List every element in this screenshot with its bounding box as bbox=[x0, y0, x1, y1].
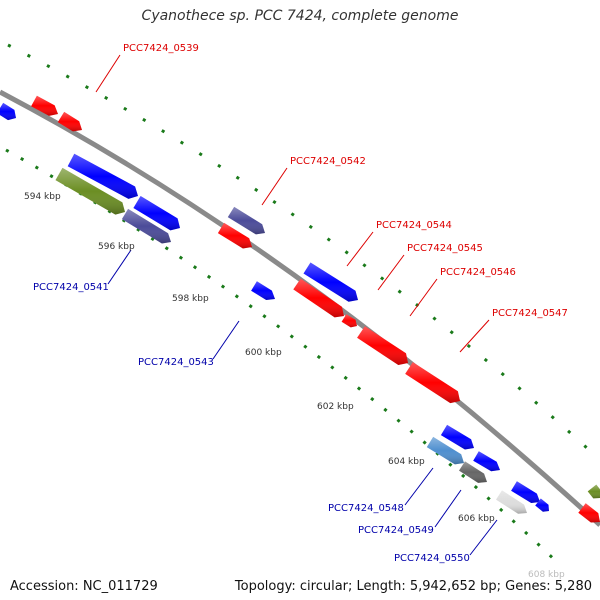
gene-0549-rev-shade bbox=[473, 451, 500, 472]
gene-0546b-red-shade bbox=[357, 326, 408, 365]
gene-label-0549: PCC7424_0549 bbox=[358, 525, 434, 536]
gene-0550-lg-shade bbox=[496, 490, 527, 514]
map-title: Cyanothece sp. PCC 7424, complete genome bbox=[141, 8, 459, 24]
gene-0551-olive-shade bbox=[587, 484, 600, 499]
leader-0543 bbox=[212, 320, 240, 360]
gene-label-0541: PCC7424_0541 bbox=[33, 282, 109, 293]
gene-0550-rev2[interactable] bbox=[535, 498, 549, 512]
gene-0542-red[interactable] bbox=[217, 222, 252, 249]
gene-0538-rev-shade bbox=[0, 102, 16, 121]
gene-label-0543: PCC7424_0543 bbox=[138, 357, 214, 368]
gene-0551-red[interactable] bbox=[578, 503, 600, 523]
gene-label-0548: PCC7424_0548 bbox=[328, 503, 404, 514]
scale-label-604: 604 kbp bbox=[388, 457, 425, 467]
leader-0547 bbox=[459, 319, 490, 353]
gene-label-0544: PCC7424_0544 bbox=[376, 220, 452, 231]
scale-labels: 594 kbp 596 kbp 598 kbp 600 kbp 602 kbp … bbox=[24, 192, 565, 580]
gene-0549-rev[interactable] bbox=[473, 451, 500, 472]
genome-backbone bbox=[0, 89, 600, 527]
gene-0547-red-shade bbox=[405, 362, 460, 404]
gene-0540-rev-shade bbox=[67, 153, 138, 199]
gene-labels-top: PCC7424_0539 PCC7424_0542 PCC7424_0544 P… bbox=[123, 43, 568, 319]
gene-0541-rev-shade bbox=[133, 196, 180, 231]
leader-0545 bbox=[377, 254, 405, 291]
gene-0548-rev-shade bbox=[440, 424, 474, 450]
scale-label-600: 600 kbp bbox=[245, 348, 282, 358]
gene-0541-purple-shade bbox=[121, 208, 171, 244]
gene-0541-rev[interactable] bbox=[133, 196, 180, 231]
gene-0548-lb-shade bbox=[426, 436, 464, 465]
outer-tick-track bbox=[7, 43, 600, 462]
gene-0548-rev[interactable] bbox=[440, 424, 474, 450]
gene-0549-gray-shade bbox=[459, 461, 487, 483]
inner-tick-track bbox=[5, 148, 562, 567]
gene-0545-red[interactable] bbox=[293, 278, 344, 318]
gene-0549-gray[interactable] bbox=[459, 461, 487, 483]
scale-label-606: 606 kbp bbox=[458, 514, 495, 524]
gene-0545-red-shade bbox=[293, 278, 344, 318]
gene-0542-purple[interactable] bbox=[227, 206, 265, 235]
leader-0539 bbox=[95, 54, 121, 93]
gene-label-0542: PCC7424_0542 bbox=[290, 156, 366, 167]
gene-0550-lg[interactable] bbox=[496, 490, 527, 514]
gene-0550-rev2-shade bbox=[535, 498, 549, 512]
leader-0541 bbox=[107, 249, 132, 285]
gene-0539-a[interactable] bbox=[31, 95, 58, 116]
gene-0544-rev-shade bbox=[303, 262, 358, 302]
gene-0541-olive[interactable] bbox=[55, 167, 126, 215]
gene-label-0546: PCC7424_0546 bbox=[440, 267, 516, 278]
scale-label-608: 608 kbp bbox=[528, 570, 565, 580]
leader-0548 bbox=[404, 467, 434, 506]
leader-0546 bbox=[409, 278, 438, 317]
gene-0539-b-shade bbox=[57, 111, 82, 132]
scale-label-598: 598 kbp bbox=[172, 294, 209, 304]
gene-0551-olive[interactable] bbox=[587, 484, 600, 499]
gene-0542-red-shade bbox=[217, 222, 252, 249]
gene-0550-rev[interactable] bbox=[511, 481, 540, 503]
leader-0549 bbox=[434, 489, 462, 528]
leader-0550 bbox=[469, 519, 498, 556]
gene-label-0539: PCC7424_0539 bbox=[123, 43, 199, 54]
gene-0546-red[interactable] bbox=[341, 314, 357, 328]
scale-label-602: 602 kbp bbox=[317, 402, 354, 412]
gene-0544-rev[interactable] bbox=[303, 262, 359, 302]
gene-label-0545: PCC7424_0545 bbox=[407, 243, 483, 254]
genome-info-text: Topology: circular; Length: 5,942,652 bp… bbox=[234, 579, 592, 594]
gene-label-0547: PCC7424_0547 bbox=[492, 308, 568, 319]
gene-0542-purple-shade bbox=[227, 206, 265, 235]
accession-text: Accession: NC_011729 bbox=[10, 579, 158, 594]
gene-0540-rev[interactable] bbox=[67, 153, 138, 199]
gene-0541-olive-shade bbox=[55, 167, 125, 215]
scale-label-594: 594 kbp bbox=[24, 192, 61, 202]
leader-0544 bbox=[346, 231, 374, 267]
scale-label-596: 596 kbp bbox=[98, 242, 135, 252]
leader-0542 bbox=[261, 167, 288, 206]
gene-0548-lb[interactable] bbox=[426, 436, 464, 465]
gene-0547-red[interactable] bbox=[405, 362, 460, 404]
gene-0546b-red[interactable] bbox=[357, 326, 408, 365]
gene-labels-bottom: PCC7424_0541 PCC7424_0543 PCC7424_0548 P… bbox=[33, 282, 470, 564]
gene-0541-purple[interactable] bbox=[121, 208, 171, 244]
gene-0546-red-shade bbox=[341, 314, 357, 328]
gene-label-0550: PCC7424_0550 bbox=[394, 553, 470, 564]
gene-0539-b[interactable] bbox=[57, 111, 82, 132]
gene-0538-rev[interactable] bbox=[0, 102, 16, 121]
gene-0551-red-shade bbox=[578, 503, 600, 523]
gene-0539-a-shade bbox=[31, 95, 58, 116]
gene-0543-rev-shade bbox=[251, 281, 275, 300]
gene-0550-rev-shade bbox=[511, 481, 540, 503]
gene-0543-rev[interactable] bbox=[251, 281, 275, 300]
